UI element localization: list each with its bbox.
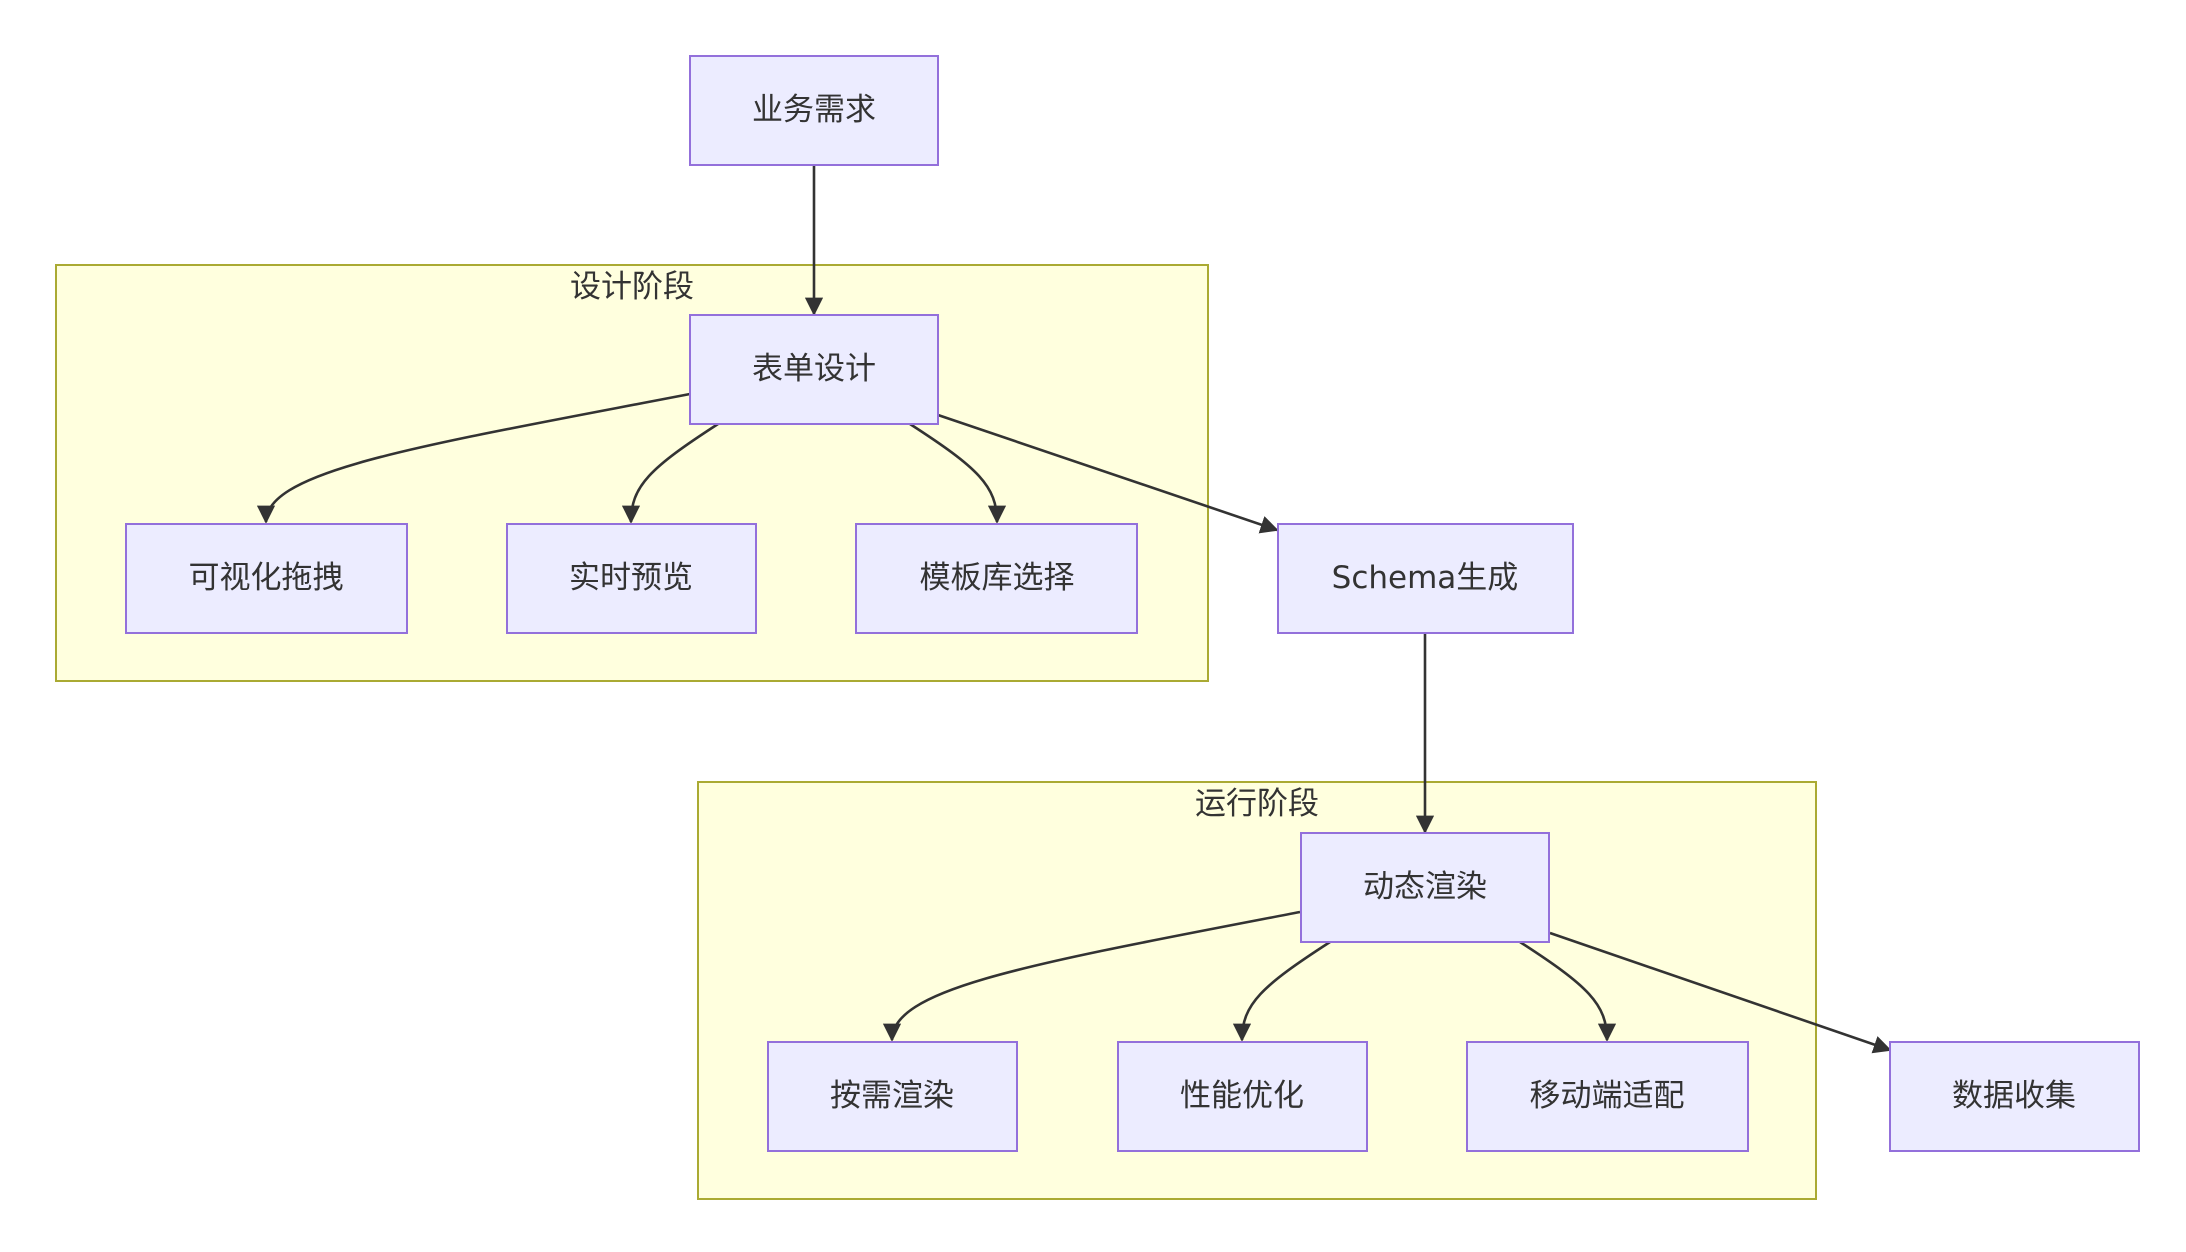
- node-label: 可视化拖拽: [189, 560, 344, 596]
- node-label: Schema生成: [1332, 560, 1519, 596]
- node-schema-generate[interactable]: Schema生成: [1277, 523, 1574, 634]
- cluster-design-label: 设计阶段: [570, 269, 694, 305]
- node-data-collect[interactable]: 数据收集: [1889, 1041, 2140, 1152]
- edge-form-design-to-drag: [256, 392, 691, 524]
- node-label: 移动端适配: [1530, 1078, 1685, 1114]
- edge-form-design-to-template: [909, 422, 1007, 524]
- cluster-runtime-label: 运行阶段: [1195, 786, 1319, 822]
- node-business-requirement[interactable]: 业务需求: [689, 55, 939, 166]
- node-label: 动态渲染: [1363, 869, 1487, 905]
- node-mobile-adapt[interactable]: 移动端适配: [1466, 1041, 1749, 1152]
- node-label: 按需渲染: [830, 1078, 954, 1114]
- node-label: 表单设计: [752, 351, 876, 387]
- edge-render-to-collect: [1549, 931, 1892, 1054]
- edge-form-design-to-schema: [937, 413, 1279, 534]
- node-form-design[interactable]: 表单设计: [689, 314, 939, 425]
- node-performance[interactable]: 性能优化: [1117, 1041, 1368, 1152]
- node-on-demand-render[interactable]: 按需渲染: [767, 1041, 1018, 1152]
- node-label: 业务需求: [752, 92, 876, 128]
- node-label: 实时预览: [569, 560, 693, 596]
- edge-render-to-mobile: [1519, 940, 1617, 1042]
- edges: [256, 165, 1892, 1054]
- edge-render-to-ondemand: [882, 910, 1301, 1042]
- edge-form-design-to-preview: [621, 422, 719, 524]
- node-template-library[interactable]: 模板库选择: [855, 523, 1138, 634]
- node-realtime-preview[interactable]: 实时预览: [506, 523, 757, 634]
- edge-render-to-perf: [1232, 940, 1331, 1042]
- node-visual-drag[interactable]: 可视化拖拽: [125, 523, 408, 634]
- node-dynamic-render[interactable]: 动态渲染: [1300, 832, 1550, 943]
- node-label: 性能优化: [1180, 1078, 1304, 1114]
- node-label: 模板库选择: [920, 560, 1075, 596]
- node-label: 数据收集: [1952, 1078, 2076, 1114]
